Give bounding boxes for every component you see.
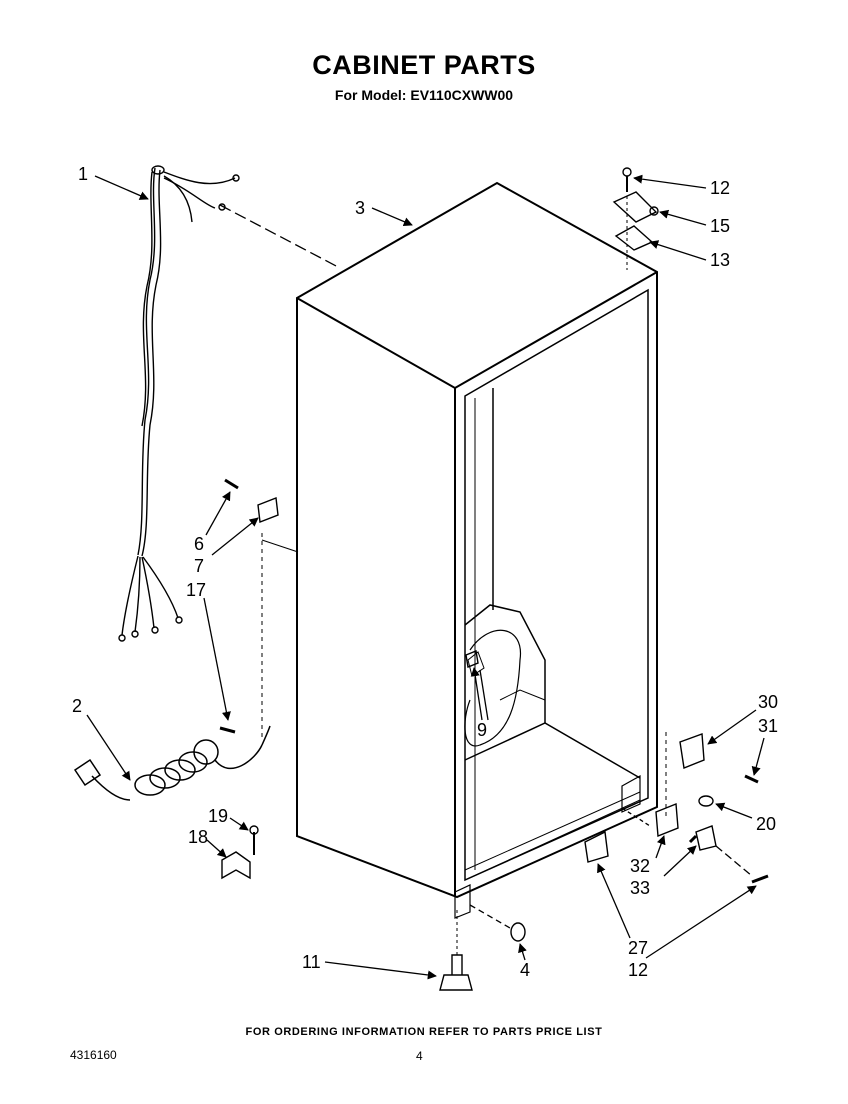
callout-27: 27: [628, 938, 648, 958]
callout-17: 17: [186, 580, 206, 600]
callout-32: 32: [630, 856, 650, 876]
callout-13: 13: [710, 250, 730, 270]
callout-4: 4: [520, 960, 530, 980]
callout-7: 7: [194, 556, 204, 576]
ordering-note: FOR ORDERING INFORMATION REFER TO PARTS …: [245, 1026, 603, 1038]
callout-12-top: 12: [710, 178, 730, 198]
model-subtitle: For Model: EV110CXWW00: [334, 87, 514, 103]
callout-11: 11: [302, 952, 321, 972]
callout-15: 15: [710, 216, 730, 236]
callout-20: 20: [756, 814, 776, 834]
wire-harness: [118, 165, 240, 642]
callout-6: 6: [194, 534, 204, 554]
callout-1: 1: [78, 164, 88, 184]
callout-33: 33: [630, 878, 650, 898]
cabinet-body: [296, 181, 658, 919]
callout-18: 18: [188, 827, 208, 847]
document-number: 4316160: [70, 1048, 117, 1062]
callout-30: 30: [758, 692, 778, 712]
callout-31: 31: [758, 716, 778, 736]
callout-2: 2: [72, 696, 82, 716]
callout-12-bottom: 12: [628, 960, 648, 980]
callout-3: 3: [355, 198, 365, 218]
callout-labels: 1 3 12 15 13 6 7 17 2 9 30 31 19 20 18 3…: [72, 164, 778, 980]
leader-lines: [86, 174, 765, 980]
page-title: CABINET PARTS: [312, 50, 536, 80]
small-parts: [219, 167, 769, 991]
page-number: 4: [416, 1049, 423, 1063]
power-cord: [73, 725, 271, 801]
callout-19: 19: [208, 806, 228, 826]
callout-9: 9: [477, 720, 487, 740]
